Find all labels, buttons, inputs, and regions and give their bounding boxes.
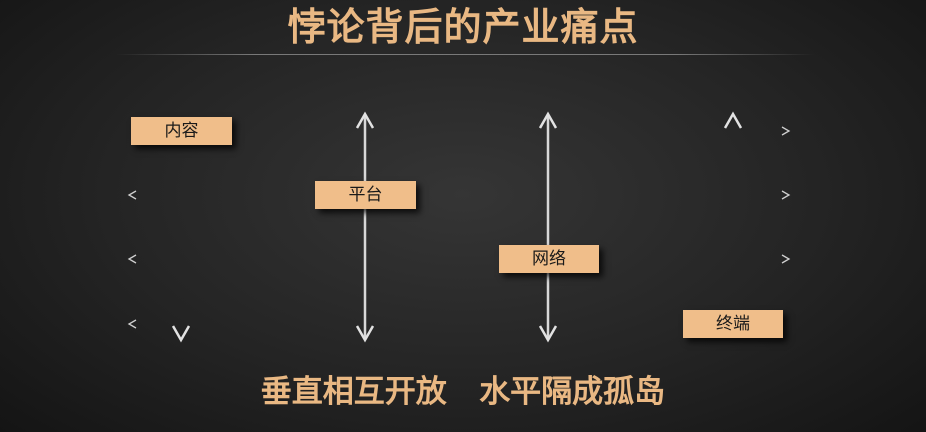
v-arrowhead-platform-up	[355, 111, 375, 129]
vertical-arrows	[171, 111, 743, 343]
v-arrowhead-platform-down	[355, 325, 375, 343]
layer-box-platform: 平台	[315, 181, 416, 209]
h-arrowhead-network-left	[127, 254, 137, 264]
h-arrowhead-platform-right	[781, 190, 791, 200]
page-title: 悖论背后的产业痛点	[287, 5, 639, 49]
h-arrowhead-content-right	[781, 126, 791, 136]
v-arrowhead-terminal-up	[723, 111, 743, 129]
h-arrowhead-network-right	[781, 254, 791, 264]
h-arrowhead-terminal-left	[127, 319, 137, 329]
horizontal-connectors	[127, 126, 791, 329]
v-arrowhead-network-up	[538, 111, 558, 129]
caption: 垂直相互开放 水平隔成孤岛	[0, 370, 926, 414]
caption-vertical: 垂直相互开放	[260, 374, 447, 410]
v-arrowhead-content-down	[171, 325, 191, 343]
caption-horizontal: 水平隔成孤岛	[479, 374, 666, 410]
h-arrowhead-platform-left	[127, 190, 137, 200]
layer-box-network: 网络	[499, 245, 599, 273]
title-divider	[115, 54, 815, 55]
v-arrowhead-network-down	[538, 325, 558, 343]
layer-box-content: 内容	[131, 117, 232, 145]
layer-box-terminal: 终端	[683, 310, 783, 338]
